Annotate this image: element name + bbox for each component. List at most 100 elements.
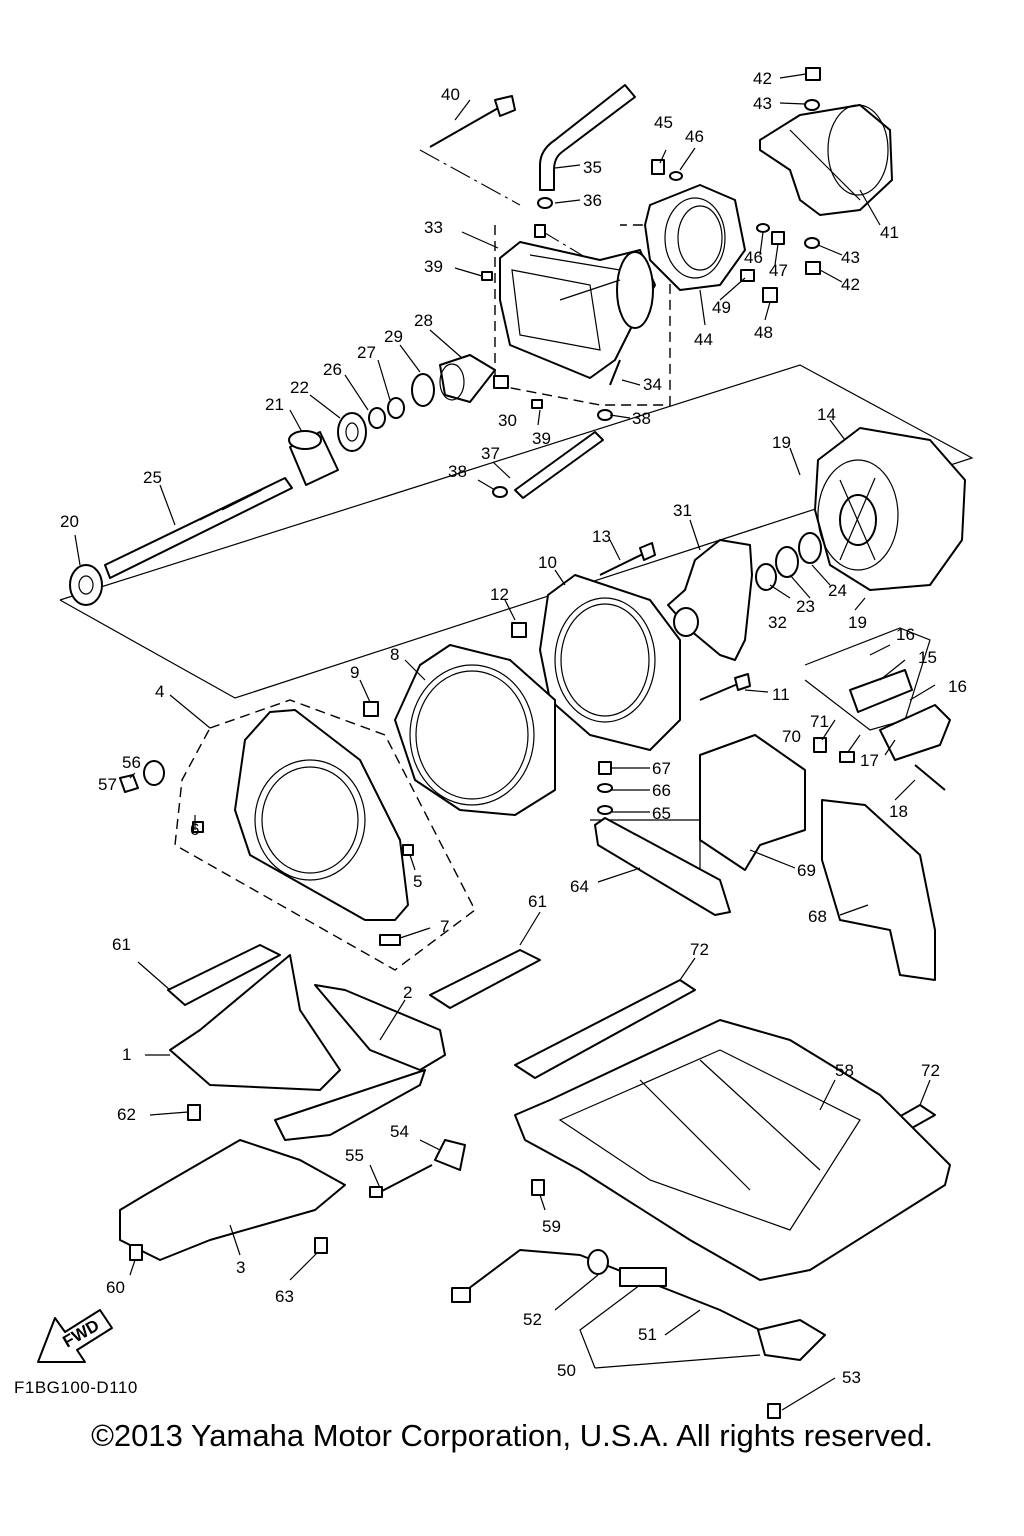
- part-22-26-bearings: [337, 373, 435, 452]
- callout-27: 27: [357, 343, 376, 362]
- callout-63: 63: [275, 1287, 294, 1306]
- part-59-bolt: [531, 1179, 545, 1196]
- callout-38a: 38: [448, 462, 467, 481]
- callout-53: 53: [842, 1368, 861, 1387]
- part-23-24-32-rings: [755, 532, 822, 591]
- callout-58: 58: [835, 1061, 854, 1080]
- callout-15: 15: [918, 648, 937, 667]
- callout-56: 56: [122, 753, 141, 772]
- callout-17: 17: [860, 751, 879, 770]
- part-4-plate: [234, 709, 409, 921]
- part-40-bolt: [429, 95, 516, 148]
- callout-72b: 72: [921, 1061, 940, 1080]
- callout-68: 68: [808, 907, 827, 926]
- callout-55: 55: [345, 1146, 364, 1165]
- callout-43a: 43: [753, 94, 772, 113]
- part-51-cable: [451, 1249, 826, 1419]
- part-14-pump-housing: [814, 427, 966, 591]
- callout-69: 69: [797, 861, 816, 880]
- callout-46b: 46: [744, 248, 763, 267]
- callout-41: 41: [880, 223, 899, 242]
- callout-42b: 42: [841, 275, 860, 294]
- part-64-bracket: [594, 817, 731, 916]
- callout-57: 57: [98, 775, 117, 794]
- part-8-ring: [394, 644, 556, 816]
- callout-16b: 16: [948, 677, 967, 696]
- callout-28: 28: [414, 311, 433, 330]
- callout-10: 10: [538, 553, 557, 572]
- callout-7: 7: [440, 917, 449, 936]
- callout-54: 54: [390, 1122, 409, 1141]
- part-3-bracket: [119, 1139, 346, 1261]
- callout-51: 51: [638, 1325, 657, 1344]
- callout-62: 62: [117, 1105, 136, 1124]
- part-33-jet-housing: [499, 241, 656, 379]
- callout-72a: 72: [690, 940, 709, 959]
- part-65-66-67-hardware: [597, 737, 855, 815]
- part-35-hose: [539, 84, 636, 191]
- callout-25: 25: [143, 468, 162, 487]
- callout-23: 23: [796, 597, 815, 616]
- part-20-bearing: [69, 564, 103, 606]
- callout-37: 37: [481, 444, 500, 463]
- small-hardware-top: [651, 67, 821, 303]
- callout-19a: 19: [772, 433, 791, 452]
- callout-35: 35: [583, 158, 602, 177]
- callout-29: 29: [384, 327, 403, 346]
- callout-22: 22: [290, 378, 309, 397]
- callout-43b: 43: [841, 248, 860, 267]
- callout-11: 11: [772, 685, 790, 704]
- fwd-arrow-icon: FWD: [37, 1309, 113, 1363]
- part-61-rubber-mounts: [167, 944, 541, 1009]
- callout-39b: 39: [532, 429, 551, 448]
- small-parts-housing: [481, 197, 621, 499]
- part-10-ring: [539, 574, 681, 751]
- callout-30: 30: [498, 411, 517, 430]
- callout-21: 21: [265, 395, 284, 414]
- callout-labels: 1 2 3 4 5 6 7 8 9 10 11 12 13 14 15 16 1…: [60, 69, 967, 1387]
- part-60-62-63-bolts: [129, 1104, 328, 1261]
- callout-31: 31: [673, 501, 692, 520]
- callout-61a: 61: [112, 935, 131, 954]
- part-25-drive-shaft: [104, 477, 293, 579]
- callout-44: 44: [694, 330, 713, 349]
- callout-50: 50: [557, 1361, 576, 1380]
- callout-70: 70: [782, 727, 801, 746]
- part-15-17-grille: [849, 669, 951, 791]
- callout-40: 40: [441, 85, 460, 104]
- callout-24: 24: [828, 581, 847, 600]
- part-31-impeller: [667, 539, 753, 661]
- callout-8: 8: [390, 645, 399, 664]
- part-69-plate: [699, 734, 806, 871]
- callout-9: 9: [350, 663, 359, 682]
- callout-26: 26: [323, 360, 342, 379]
- part-58-ride-plate: [514, 1019, 951, 1281]
- diagram-code: F1BG100-D110: [14, 1378, 138, 1397]
- callout-45: 45: [654, 113, 673, 132]
- callout-18: 18: [889, 802, 908, 821]
- callout-60: 60: [106, 1278, 125, 1297]
- part-2-bracket: [274, 984, 446, 1141]
- part-5-6-7-56-57: [119, 760, 414, 946]
- callout-71: 71: [810, 712, 829, 731]
- part-44-nozzle: [644, 184, 746, 291]
- callout-36: 36: [583, 191, 602, 210]
- callout-67: 67: [652, 759, 671, 778]
- callout-42a: 42: [753, 69, 772, 88]
- callout-12: 12: [490, 585, 509, 604]
- callout-16a: 16: [896, 625, 915, 644]
- callout-1: 1: [122, 1045, 131, 1064]
- callout-2: 2: [403, 983, 412, 1002]
- part-68-plate: [821, 799, 936, 981]
- callout-61b: 61: [528, 892, 547, 911]
- callout-48: 48: [754, 323, 773, 342]
- callout-4: 4: [155, 682, 164, 701]
- part-1-bracket: [169, 954, 341, 1091]
- callout-20: 20: [60, 512, 79, 531]
- part-41-deflector: [759, 104, 893, 216]
- callout-5: 5: [413, 872, 422, 891]
- callout-34: 34: [643, 375, 662, 394]
- callout-52: 52: [523, 1310, 542, 1329]
- part-28-cone: [439, 354, 496, 403]
